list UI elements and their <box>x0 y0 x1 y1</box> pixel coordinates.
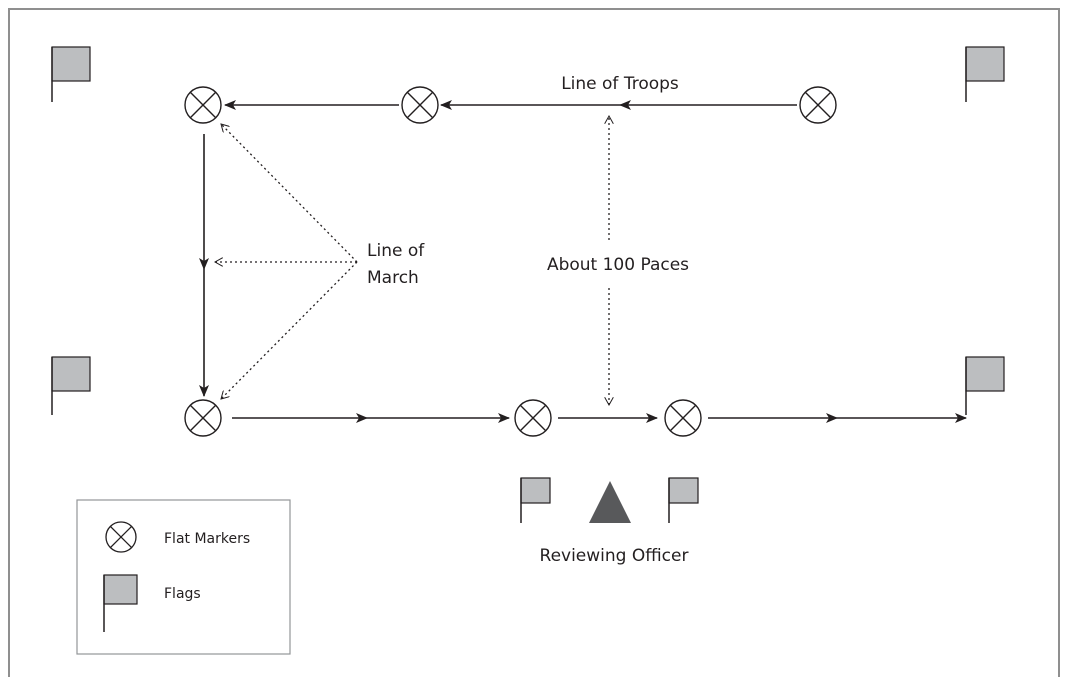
flat-marker-icon <box>514 399 552 437</box>
legend-flat-markers-label: Flat Markers <box>164 531 250 547</box>
line-of-march-label-2: March <box>367 268 419 288</box>
flag-top-left <box>51 46 91 102</box>
legend-flags-label: Flags <box>164 586 201 602</box>
flag-middle-right <box>965 356 1005 415</box>
march-pointer-bottom <box>221 261 358 399</box>
flat-marker-icon <box>401 86 439 124</box>
legend: Flat Markers Flags <box>76 499 291 655</box>
reviewing-officer-icon <box>589 481 631 523</box>
paces-label-bg <box>540 244 680 280</box>
flag-officer-right <box>668 477 699 523</box>
flat-marker-icon <box>799 86 837 124</box>
about-100-paces-label: About 100 Paces <box>547 255 689 275</box>
line-of-march-label-1: Line of <box>367 241 425 261</box>
flag-officer-left <box>520 477 551 523</box>
flat-marker-icon <box>184 86 222 124</box>
flat-marker-icon <box>184 399 222 437</box>
reviewing-officer-label: Reviewing Officer <box>540 546 689 566</box>
flat-marker-icon <box>664 399 702 437</box>
flag-middle-left <box>51 356 91 415</box>
troops-label-bg <box>560 68 680 96</box>
legend-flat-marker-icon <box>105 521 137 553</box>
flag-top-right <box>965 46 1005 102</box>
line-of-troops-label: Line of Troops <box>561 74 679 94</box>
legend-flag-icon <box>103 574 138 632</box>
march-pointer-top <box>221 124 358 263</box>
